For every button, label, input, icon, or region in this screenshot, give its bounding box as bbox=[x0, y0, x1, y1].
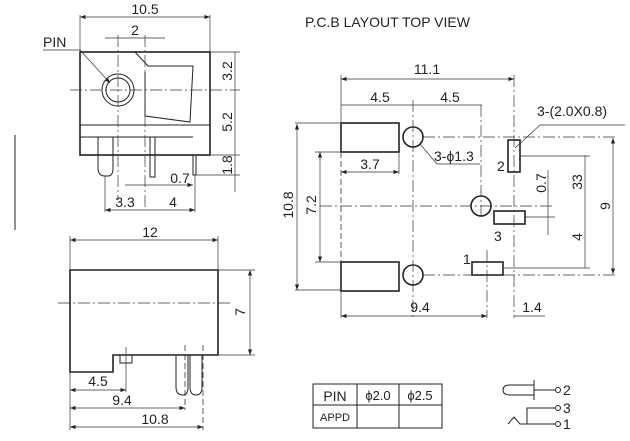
dim-h2: 5.2 bbox=[219, 112, 235, 132]
pad-label-1: 1 bbox=[463, 251, 471, 267]
pcb-layout: 11.1 4.5 4.5 3-(2.0X0.8) 3-ϕ1.3 3.7 10.8… bbox=[280, 61, 625, 319]
dim-v-a: 0.7 bbox=[533, 173, 549, 193]
dim-bottom-a: 9.4 bbox=[410, 299, 430, 315]
dim-spacing-b: 4.5 bbox=[440, 89, 460, 105]
schematic-pin-2: 2 bbox=[563, 382, 571, 398]
dim-h1: 3.2 bbox=[219, 61, 235, 81]
table-header-2-0: ϕ2.0 bbox=[365, 388, 390, 403]
dim-v-total: 9 bbox=[597, 202, 613, 210]
dim-pin-x1: 3.3 bbox=[115, 194, 135, 210]
jack-schematic: 2 3 1 bbox=[502, 380, 571, 432]
front-view: 10.5 2 PIN 3.2 5.2 1.8 0.7 3.3 4 bbox=[43, 1, 240, 213]
dim-pin-thickness: 0.7 bbox=[170, 170, 190, 186]
pad-label-2: 2 bbox=[497, 158, 505, 174]
pin-table: PIN ϕ2.0 ϕ2.5 APPD bbox=[312, 383, 443, 429]
dim-pad-width: 3.7 bbox=[360, 156, 380, 172]
dim-d1: 4.5 bbox=[88, 373, 108, 389]
table-header-2-5: ϕ2.5 bbox=[407, 388, 432, 403]
dim-length: 12 bbox=[142, 224, 158, 240]
dim-spacing-a: 4.5 bbox=[370, 89, 390, 105]
dim-width: 10.5 bbox=[131, 1, 158, 17]
dim-v-c: 4 bbox=[569, 233, 585, 241]
dim-d2: 9.4 bbox=[112, 392, 132, 408]
pad-label-3: 3 bbox=[494, 228, 502, 244]
dim-bottom-b: 1.4 bbox=[522, 299, 542, 315]
page-title: P.C.B LAYOUT TOP VIEW bbox=[305, 14, 471, 30]
dim-height: 7 bbox=[232, 308, 248, 316]
dim-h3: 1.8 bbox=[219, 155, 235, 175]
dim-overall-width: 11.1 bbox=[414, 61, 440, 77]
dim-v-b: 33 bbox=[569, 174, 585, 190]
table-row-label: APPD bbox=[320, 412, 350, 424]
slot-note: 3-(2.0X0.8) bbox=[537, 103, 607, 119]
hole-note: 3-ϕ1.3 bbox=[434, 148, 474, 164]
dim-pin-x2: 4 bbox=[169, 194, 177, 210]
dim-d3: 10.8 bbox=[141, 411, 168, 427]
dim-pin-offset: 2 bbox=[131, 22, 139, 38]
pin-label: PIN bbox=[43, 34, 66, 50]
dim-overall-height: 10.8 bbox=[280, 191, 296, 218]
schematic-pin-1: 1 bbox=[563, 416, 571, 432]
table-header-pin: PIN bbox=[323, 388, 346, 404]
schematic-pin-3: 3 bbox=[563, 400, 571, 416]
dim-pad-spacing: 7.2 bbox=[303, 195, 319, 215]
side-view: 12 7 4.5 9.4 10.8 bbox=[58, 224, 255, 430]
